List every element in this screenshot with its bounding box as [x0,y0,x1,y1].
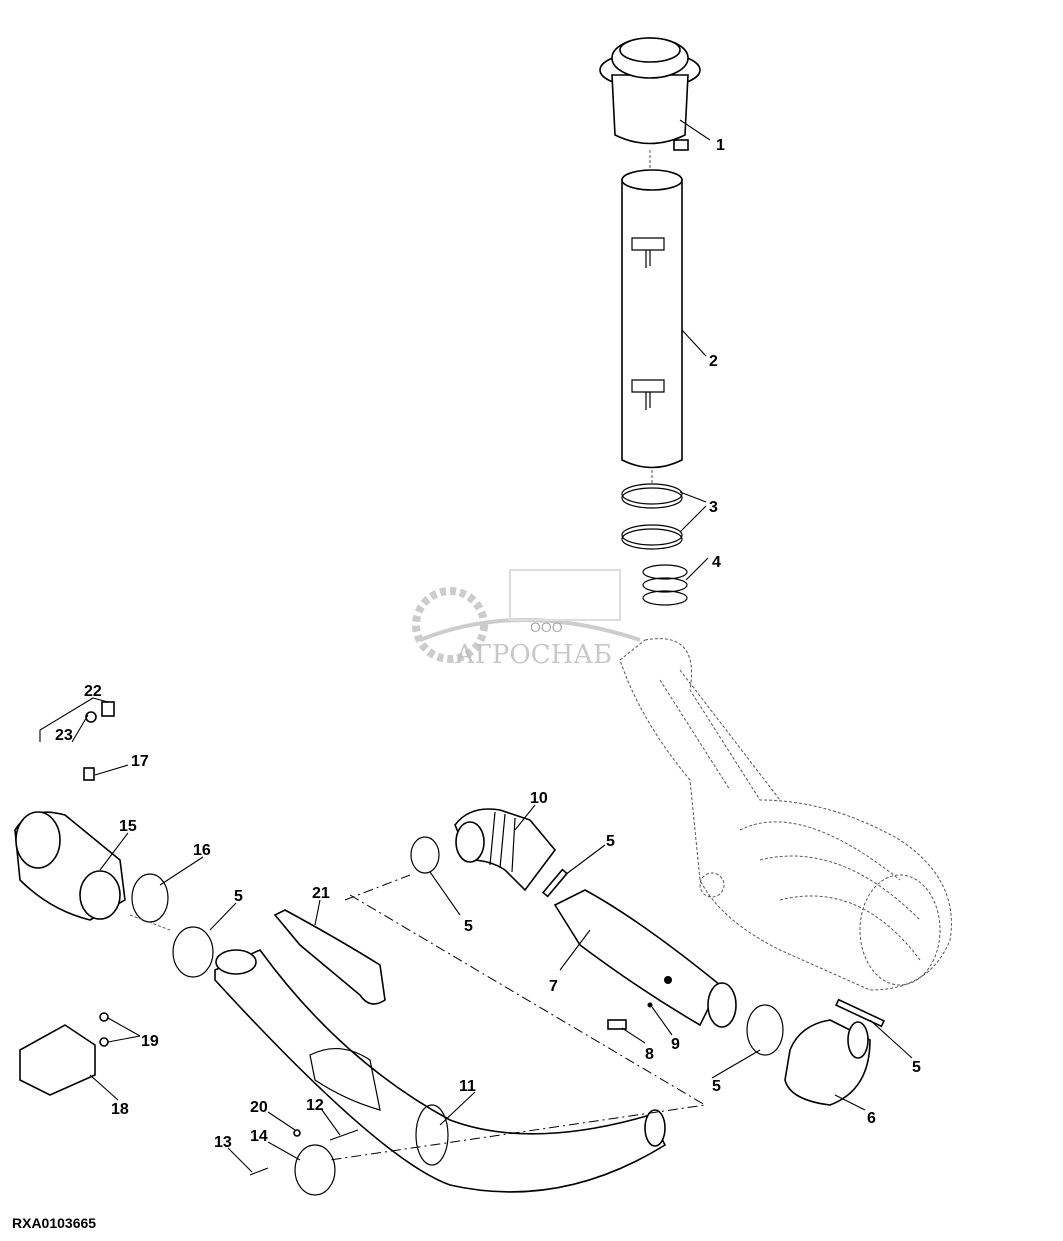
part-14-clamp [294,1144,336,1196]
callout-14: 14 [250,1128,268,1145]
part-3-clamps [621,483,683,550]
part-21-shield [273,909,386,1005]
part-20-nut [293,1129,301,1137]
part-4-hose [642,564,688,606]
watermark: ООО АГРОСНАБ [412,569,641,670]
callout-12: 12 [306,1097,324,1114]
callouts: 1 2 3 4 5 5 5 5 5 6 7 8 9 10 11 12 13 14… [55,137,921,1151]
callout-13: 13 [214,1134,232,1151]
callout-5: 5 [464,918,473,935]
callout-20: 20 [250,1099,268,1116]
callout-23: 23 [55,727,73,744]
callout-7: 7 [549,978,558,995]
part-2-tube [621,169,683,469]
part-23-seal [85,711,97,723]
part-11-intake-tube [214,949,667,1193]
callout-2: 2 [709,353,718,370]
part-5-clamps [172,836,885,1056]
callout-17: 17 [131,753,149,770]
part-12-bolt [329,1129,359,1141]
callout-9: 9 [671,1036,680,1053]
part-22-plug [101,701,115,717]
callout-19: 19 [141,1033,159,1050]
leader-lines [39,119,913,1173]
part-16-clamp [131,873,169,923]
callout-6: 6 [867,1110,876,1127]
part-18-bracket [19,1024,96,1096]
callout-8: 8 [645,1046,654,1063]
callout-11: 11 [459,1078,476,1095]
callout-5: 5 [912,1059,921,1076]
part-8-fitting [607,1019,627,1030]
reference-code: RXA0103665 [12,1215,96,1231]
part-10-elbow-hose [454,808,557,892]
callout-5: 5 [606,833,615,850]
callout-1: 1 [716,137,725,154]
part-13-pin [249,1167,269,1176]
callout-18: 18 [111,1101,129,1118]
part-1-precleaner [599,37,701,151]
callout-4: 4 [712,554,721,571]
callout-15: 15 [119,818,137,835]
part-17-sensor [83,767,95,781]
callout-16: 16 [193,842,211,859]
watermark-name: АГРОСНАБ [455,640,612,670]
callout-5: 5 [712,1078,721,1095]
callout-3: 3 [709,499,718,516]
part-19-bolts [99,1012,109,1047]
callout-5: 5 [234,888,243,905]
watermark-prefix: ООО [530,619,563,635]
part-7-hose [553,889,737,1028]
callout-10: 10 [530,790,548,807]
air-cleaner-housing-ghost [619,638,952,991]
callout-21: 21 [312,885,330,902]
part-6-elbow [784,1019,871,1106]
part-9-plug [647,1002,653,1008]
callout-22: 22 [84,683,102,700]
part-15-housing [14,811,126,921]
